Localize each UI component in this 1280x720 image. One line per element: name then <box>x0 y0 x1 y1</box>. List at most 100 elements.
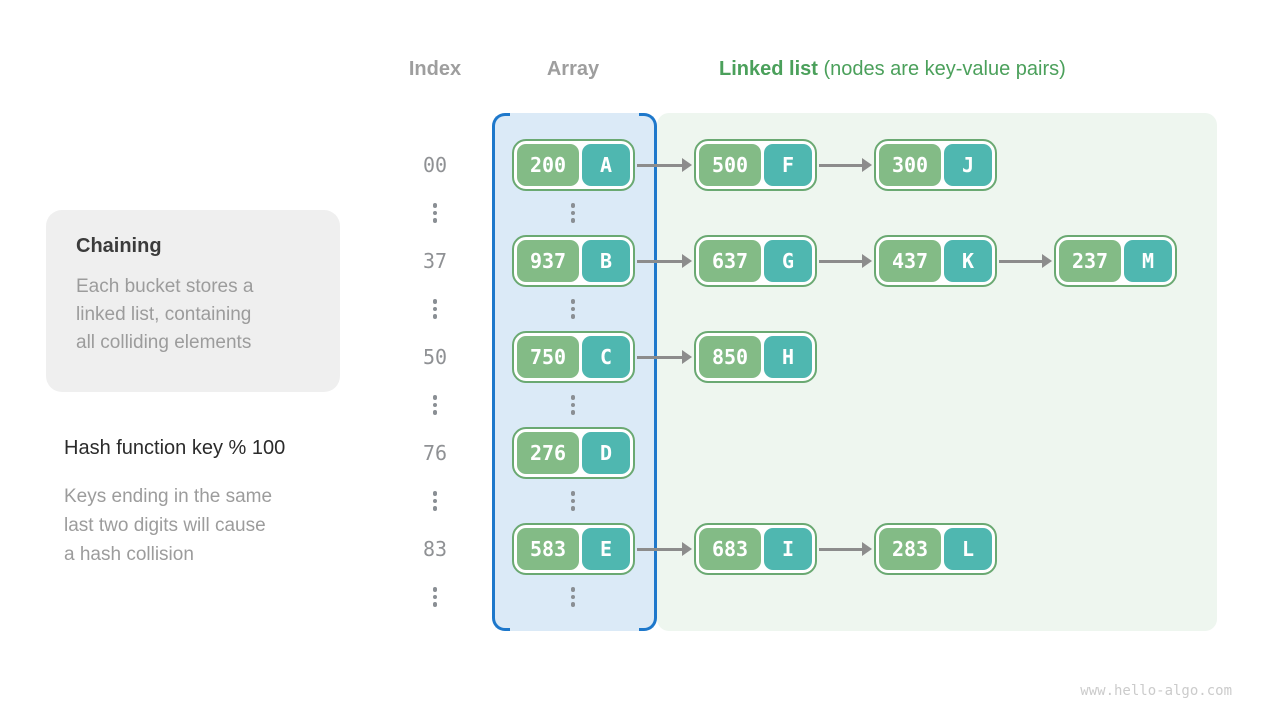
index-ellipsis <box>432 491 438 511</box>
arrow-head-icon <box>682 254 692 268</box>
ellipsis-dot <box>432 299 438 304</box>
ellipsis-dot <box>570 594 576 599</box>
ellipsis-dot <box>432 498 438 503</box>
node-key-cell: 850 <box>699 336 761 378</box>
ellipsis-dot <box>432 410 438 415</box>
chaining-card-body: Each bucket stores a linked list, contai… <box>76 276 254 353</box>
node-value-cell: I <box>764 528 812 570</box>
arrow-head-icon <box>862 254 872 268</box>
ellipsis-dot <box>432 587 438 592</box>
arrow-connector <box>819 158 872 172</box>
arrow-connector <box>637 254 692 268</box>
linked-list-header-note: (nodes are key-value pairs) <box>817 58 1066 80</box>
node-value-cell: M <box>1124 240 1172 282</box>
arrow-connector <box>819 542 872 556</box>
array-left-border <box>492 126 495 618</box>
arrow-head-icon <box>1042 254 1052 268</box>
array-corner-bottom-right <box>639 613 657 631</box>
ellipsis-dot <box>570 210 576 215</box>
index-ellipsis <box>432 203 438 223</box>
arrow-connector <box>819 254 872 268</box>
node-value-cell: J <box>944 144 992 186</box>
ellipsis-dot <box>570 587 576 592</box>
index-label: 83 <box>422 537 448 561</box>
ellipsis-dot <box>432 218 438 223</box>
node-value-cell: A <box>582 144 630 186</box>
node-key-cell: 200 <box>517 144 579 186</box>
arrow-shaft <box>999 259 1044 263</box>
array-corner-bottom-left <box>492 613 510 631</box>
array-ellipsis <box>570 203 576 223</box>
array-ellipsis <box>570 299 576 319</box>
node-key-cell: 937 <box>517 240 579 282</box>
index-label: 76 <box>422 441 448 465</box>
node-value-cell: D <box>582 432 630 474</box>
ellipsis-dot <box>432 395 438 400</box>
ellipsis-dot <box>432 491 438 496</box>
index-ellipsis <box>432 299 438 319</box>
array-column-header: Array <box>546 58 600 80</box>
index-column-header: Index <box>408 58 462 80</box>
index-label: 50 <box>422 345 448 369</box>
watermark: www.hello-algo.com <box>1080 683 1232 699</box>
ellipsis-dot <box>570 498 576 503</box>
ellipsis-dot <box>570 306 576 311</box>
ellipsis-dot <box>570 299 576 304</box>
node-value-cell: E <box>582 528 630 570</box>
arrow-head-icon <box>682 158 692 172</box>
chaining-info-card: Chaining Each bucket stores a linked lis… <box>46 210 340 392</box>
arrow-shaft <box>637 163 684 167</box>
index-label: 00 <box>422 153 448 177</box>
index-label: 37 <box>422 249 448 273</box>
node-value-cell: F <box>764 144 812 186</box>
ellipsis-dot <box>432 506 438 511</box>
chaining-card-title: Chaining <box>76 235 162 257</box>
node-key-cell: 683 <box>699 528 761 570</box>
arrow-connector <box>999 254 1052 268</box>
arrow-connector <box>637 350 692 364</box>
ellipsis-dot <box>570 402 576 407</box>
node-key-cell: 283 <box>879 528 941 570</box>
arrow-shaft <box>819 163 864 167</box>
node-key-cell: 237 <box>1059 240 1121 282</box>
node-value-cell: C <box>582 336 630 378</box>
array-right-border <box>654 126 657 618</box>
ellipsis-dot <box>432 306 438 311</box>
array-corner-top-left <box>492 113 510 131</box>
arrow-head-icon <box>682 542 692 556</box>
arrow-connector <box>637 158 692 172</box>
arrow-connector <box>637 542 692 556</box>
node-key-cell: 300 <box>879 144 941 186</box>
node-value-cell: H <box>764 336 812 378</box>
node-value-cell: B <box>582 240 630 282</box>
node-key-cell: 276 <box>517 432 579 474</box>
arrow-shaft <box>819 547 864 551</box>
node-key-cell: 500 <box>699 144 761 186</box>
ellipsis-dot <box>570 491 576 496</box>
linked-list-header-bold: Linked list <box>719 58 818 80</box>
node-key-cell: 437 <box>879 240 941 282</box>
node-key-cell: 637 <box>699 240 761 282</box>
arrow-shaft <box>637 547 684 551</box>
array-corner-top-right <box>639 113 657 131</box>
ellipsis-dot <box>432 594 438 599</box>
arrow-shaft <box>637 355 684 359</box>
linked-list-column-header: Linked list (nodes are key-value pairs) <box>719 58 1066 81</box>
array-ellipsis <box>570 491 576 511</box>
array-ellipsis <box>570 587 576 607</box>
ellipsis-dot <box>432 210 438 215</box>
node-key-cell: 750 <box>517 336 579 378</box>
array-ellipsis <box>570 395 576 415</box>
ellipsis-dot <box>570 506 576 511</box>
